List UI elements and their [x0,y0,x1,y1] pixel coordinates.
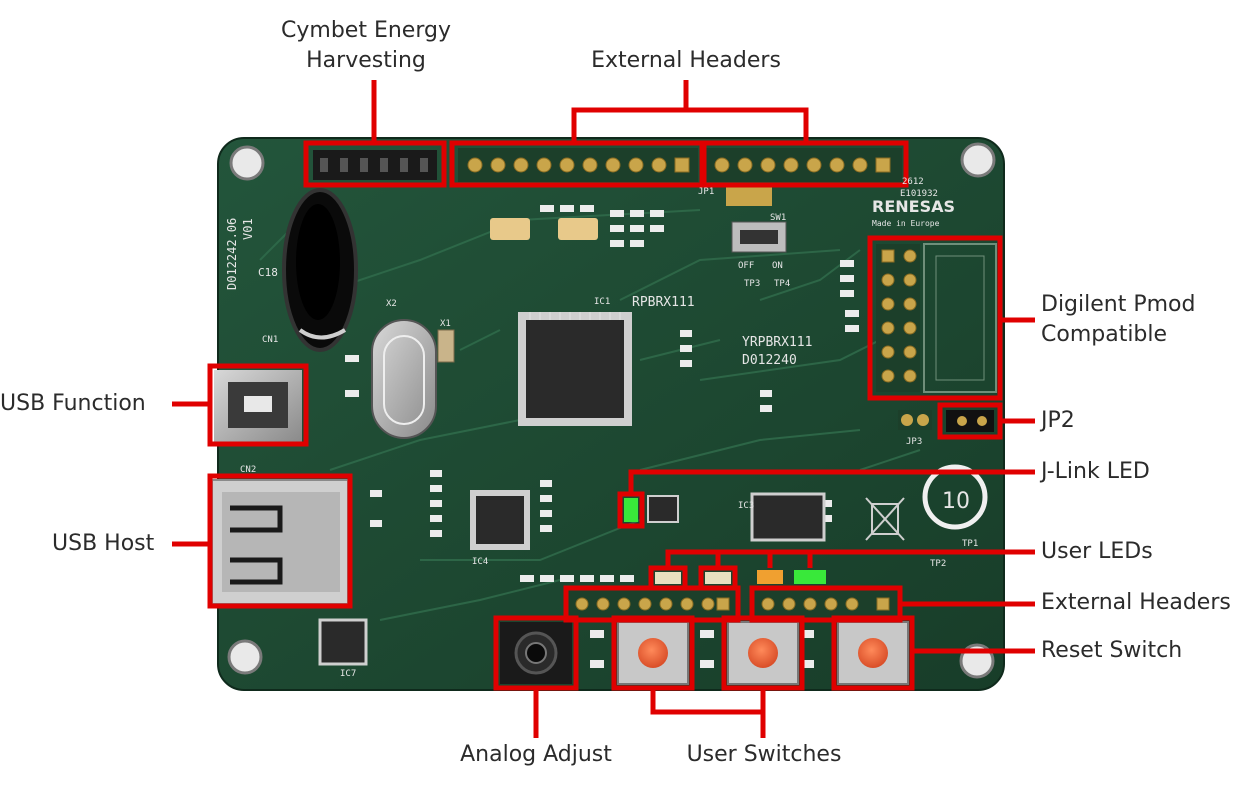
top-headers [458,148,902,182]
label-jlink-led: J-Link LED [1041,459,1150,484]
silk-ic4: IC4 [472,557,488,567]
power-switch [731,221,787,253]
silk-jp3: JP3 [906,437,922,447]
supercapacitor [282,188,358,352]
label-cymbet-line2: Harvesting [306,48,426,73]
silk-brand: RENESAS [872,197,955,216]
small-chip [647,495,679,523]
ic3 [750,492,826,542]
label-jp2: JP2 [1041,408,1075,433]
silk-recycle-number: 10 [942,489,970,514]
silk-tp2: TP2 [930,559,946,569]
label-digilent-line2: Compatible [1041,322,1168,347]
silk-jp1: JP1 [698,187,714,197]
label-user-leds: User LEDs [1041,539,1153,564]
silk-part-number: YRPBRX111 [742,335,812,350]
silk-tp1: TP1 [962,539,978,549]
jp3 [898,410,932,430]
label-digilent-pmod: Digilent Pmod Compatible [1041,290,1195,350]
jp1 [726,184,772,206]
silk-ic3: IC3 [738,501,754,511]
label-analog-adjust: Analog Adjust [460,742,612,767]
cymbet-header [313,150,437,180]
silk-top-code-1: 2612 [902,177,924,187]
tantalum-cap-2 [558,218,598,240]
pmod-connector [876,243,997,393]
ic7 [318,618,368,666]
bottom-headers [568,590,898,618]
label-external-headers-bottom: External Headers [1041,590,1231,615]
jlink-led-body [624,498,638,522]
silk-x1: X1 [440,319,451,329]
user-leds [655,570,826,584]
usb-host-connector [211,479,349,605]
label-usb-function: USB Function [0,391,146,416]
label-cymbet-line1: Cymbet Energy [281,18,451,43]
silk-board-code: D012240 [742,353,797,368]
silk-made-in: Made in Europe [872,219,940,228]
smd-components [345,205,859,668]
label-external-headers-top: External Headers [591,48,781,73]
label-usb-host: USB Host [52,531,155,556]
silk-chip-label: RPBRX111 [632,295,695,310]
silk-tp4: TP4 [774,279,790,289]
silk-ic7: IC7 [340,669,356,679]
potentiometer [500,622,572,684]
recycle-mark [922,464,988,530]
weee-mark [865,497,905,541]
mcu-ic1 [518,312,632,426]
crystal-x1 [437,329,455,363]
silkscreen-text: RENESAS Made in Europe RPBRX111 YRPBRX11… [225,177,978,679]
label-reset-switch: Reset Switch [1041,638,1183,663]
silk-ic1: IC1 [594,297,610,307]
silk-version: V01 [241,218,255,240]
usb-function-connector [214,370,302,442]
label-user-switches: User Switches [686,742,842,767]
tantalum-cap-1 [490,218,530,240]
ic4 [470,490,530,550]
silk-tp3: TP3 [744,279,760,289]
silk-switch-off: OFF [738,261,754,271]
jp2-jumper [946,410,994,432]
label-digilent-line1: Digilent Pmod [1041,292,1196,317]
switch-buttons [617,621,909,685]
label-cymbet-energy-harvesting: Cymbet Energy Harvesting [266,16,466,76]
silk-switch-on: ON [772,261,783,271]
silk-x2: X2 [386,299,397,309]
silk-capacitor: C18 [258,266,278,279]
silk-side-code: D012242.06 [225,218,239,290]
crystal-x2 [371,319,437,439]
silk-cn2: CN2 [240,465,256,475]
silk-cn1: CN1 [262,335,278,345]
callouts [172,80,1035,738]
silk-top-code-2: E101932 [900,189,938,199]
callout-usb-host-box [207,473,353,609]
silk-sw1: SW1 [770,213,786,223]
